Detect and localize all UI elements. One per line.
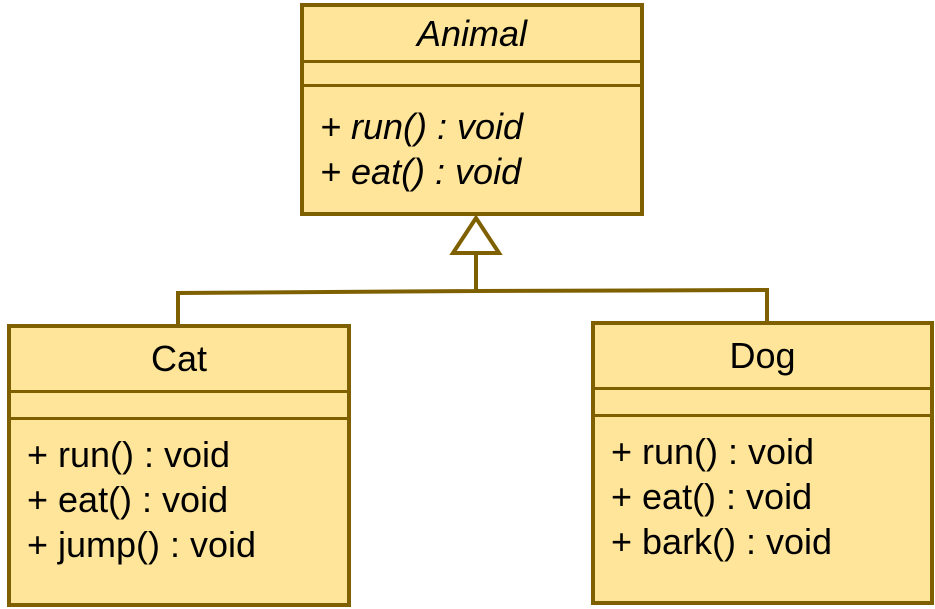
operation: + run() : void [320,106,524,147]
class-animal-operations: + run() : void + eat() : void [304,87,640,212]
generalization-line-dog [475,287,769,321]
operation: + bark() : void [611,521,833,562]
class-cat-name: Cat [11,328,347,393]
class-animal[interactable]: Animal + run() : void + eat() : void [300,3,644,216]
class-animal-attributes [304,63,640,87]
operation: + eat() : void [320,151,522,192]
class-dog-attributes [595,390,930,417]
operation: + run() : void [27,434,231,475]
class-dog-operations: + run() : void + eat() : void + bark() :… [595,417,930,601]
operation: + jump() : void [27,524,257,565]
class-dog-name: Dog [595,325,930,390]
operation: + run() : void [611,431,815,472]
generalization-line-cat [176,253,478,324]
class-animal-name: Animal [304,7,640,63]
class-dog[interactable]: Dog + run() : void + eat() : void + bark… [591,321,934,605]
class-cat-attributes [11,393,347,420]
generalization-arrowhead [449,214,503,255]
operation: + eat() : void [27,479,229,520]
class-cat-operations: + run() : void + eat() : void + jump() :… [11,420,347,603]
operation: + eat() : void [611,476,813,517]
class-cat[interactable]: Cat + run() : void + eat() : void + jump… [7,324,351,607]
